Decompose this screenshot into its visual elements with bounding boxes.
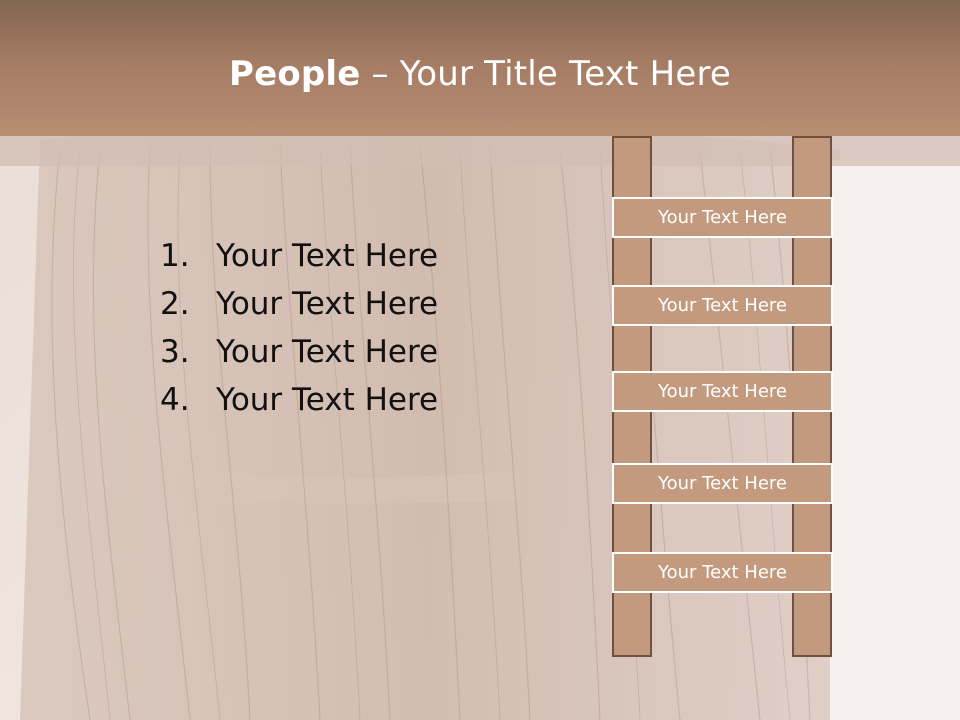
list-item: 3. Your Text Here [160, 328, 438, 376]
title-rest: – Your Title Text Here [360, 54, 732, 94]
list-text: Your Text Here [216, 238, 439, 274]
list-text: Your Text Here [216, 334, 439, 370]
title-bar: People – Your Title Text Here [0, 0, 960, 136]
list-number: 4. [160, 382, 190, 418]
list-item: 4. Your Text Here [160, 376, 438, 424]
ladder-rung[interactable]: Your Text Here [612, 552, 833, 593]
list-text: Your Text Here [216, 286, 439, 322]
ladder-rung[interactable]: Your Text Here [612, 371, 833, 412]
slide-title[interactable]: People – Your Title Text Here [229, 54, 731, 94]
list-number: 2. [160, 286, 190, 322]
list-item: 2. Your Text Here [160, 280, 438, 328]
list-item: 1. Your Text Here [160, 232, 438, 280]
numbered-list[interactable]: 1. Your Text Here 2. Your Text Here 3. Your… [160, 232, 438, 424]
list-text: Your Text Here [216, 382, 439, 418]
ladder-rung[interactable]: Your Text Here [612, 197, 833, 238]
ladder-rung[interactable]: Your Text Here [612, 463, 833, 504]
title-bold: People [228, 54, 361, 94]
list-number: 1. [160, 238, 190, 274]
ladder-rung[interactable]: Your Text Here [612, 285, 833, 326]
list-number: 3. [160, 334, 190, 370]
